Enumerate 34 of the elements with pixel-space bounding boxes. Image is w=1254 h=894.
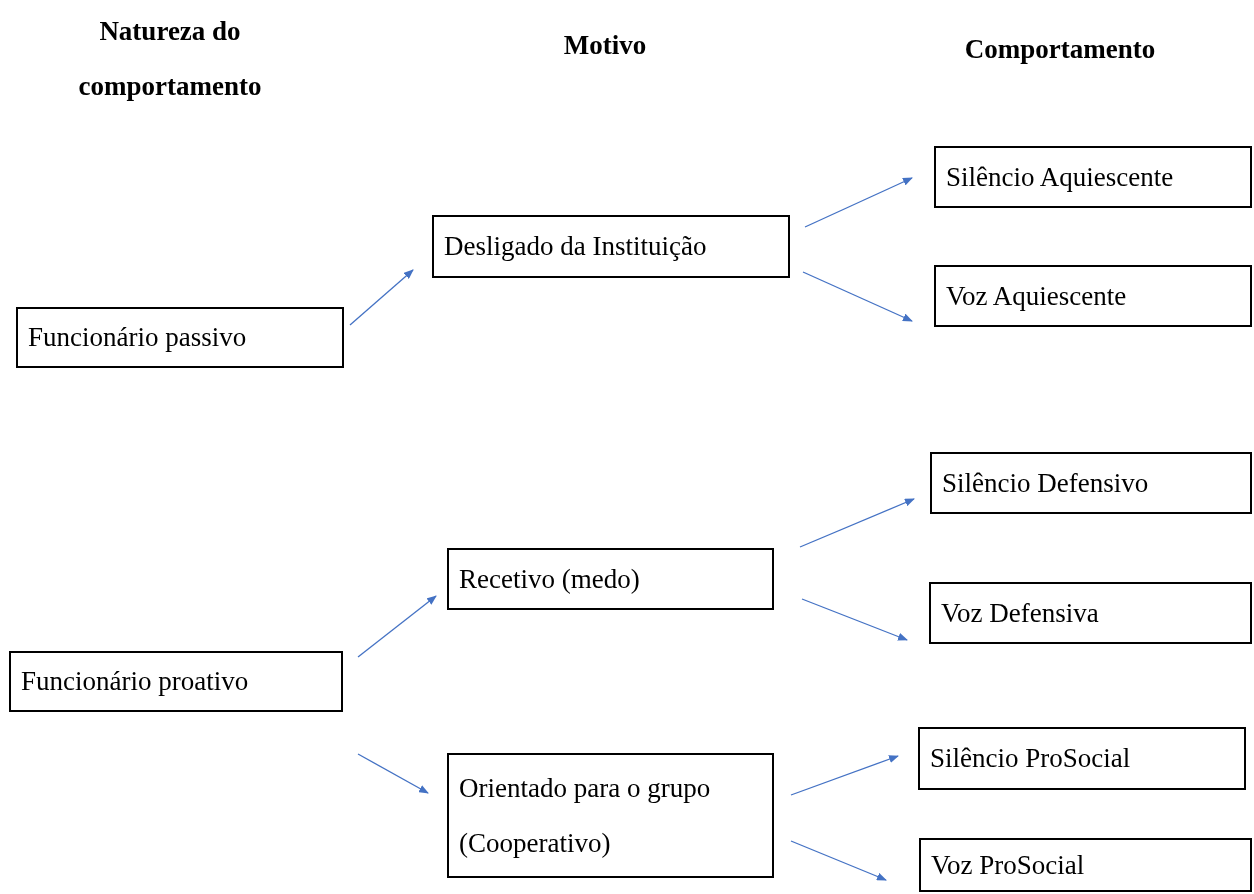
arrow [790, 840, 887, 881]
process-box [9, 651, 343, 712]
arrow [801, 598, 908, 641]
box-label: Funcionário passivo [28, 321, 247, 354]
box-label: Recetivo (medo) [459, 562, 640, 596]
box-label: Silêncio Aquiescente [946, 160, 1174, 194]
column-heading: Comportamento [963, 33, 1157, 66]
box-label: Silêncio ProSocial [930, 742, 1131, 775]
box-label: Orientado para o grupo (Cooperativo) [459, 771, 712, 860]
box-label: Voz Aquiescente [946, 279, 1127, 313]
arrow [804, 177, 913, 228]
box-label: Voz Defensiva [941, 596, 1099, 630]
process-box [447, 548, 774, 610]
process-box [930, 452, 1252, 514]
process-box [929, 582, 1252, 644]
column-heading: Natureza do comportamento [77, 15, 263, 103]
box-label: Voz ProSocial [931, 848, 1085, 882]
column-heading: Motivo [562, 29, 648, 62]
process-box [934, 265, 1252, 327]
process-box [447, 753, 774, 878]
arrow [349, 269, 414, 326]
process-box [918, 727, 1246, 790]
arrow [357, 595, 437, 658]
box-label: Silêncio Defensivo [942, 466, 1149, 500]
arrow [357, 753, 429, 794]
box-label: Desligado da Instituição [444, 230, 707, 263]
arrow [802, 271, 913, 322]
arrow [790, 755, 899, 796]
process-box [16, 307, 344, 368]
box-label: Funcionário proativo [21, 665, 249, 698]
arrow [799, 498, 915, 548]
process-box [934, 146, 1252, 208]
process-box [432, 215, 790, 278]
process-box [919, 838, 1252, 892]
